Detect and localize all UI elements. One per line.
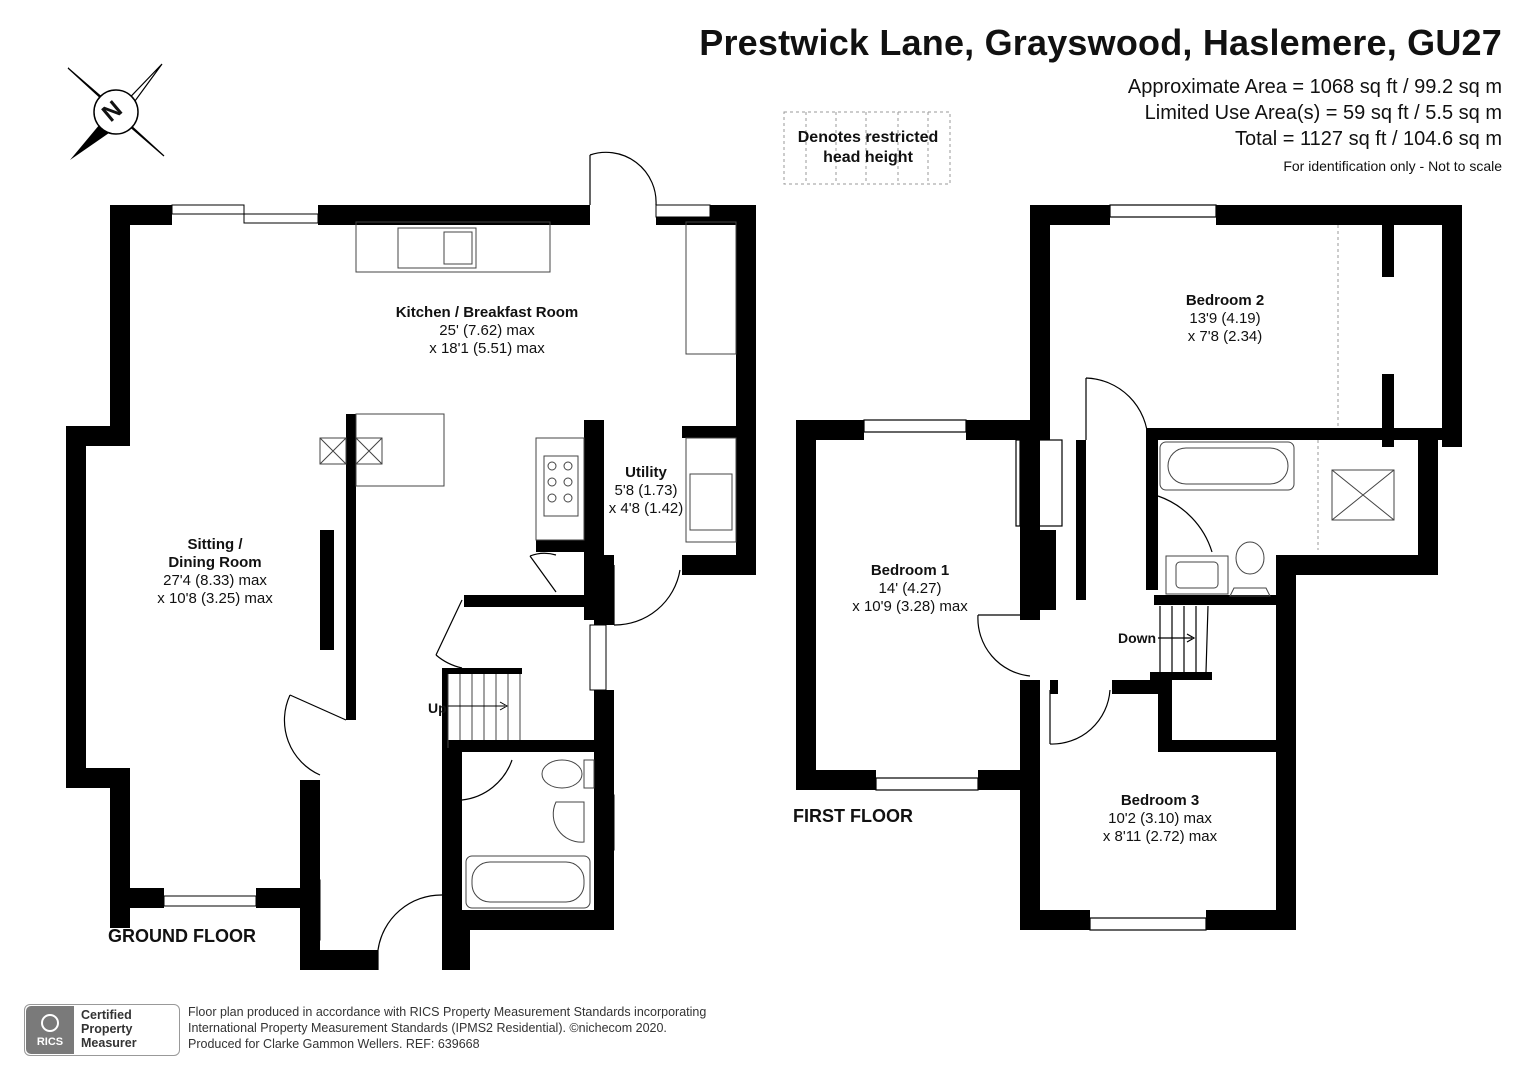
first-floor-windows-doors [863, 204, 1217, 931]
footer-text: Floor plan produced in accordance with R… [188, 1004, 706, 1052]
rics-badge-line-2: Property [81, 1022, 133, 1036]
room-sitting-name-2: Dining Room [168, 554, 262, 571]
ground-floor-walls [66, 205, 756, 970]
room-bedroom-3: Bedroom 3 10'2 (3.10) max x 8'11 (2.72) … [1080, 792, 1240, 846]
room-bedroom-1-dim2: x 10'9 (3.28) max [852, 598, 968, 615]
room-bedroom-2: Bedroom 2 13'9 (4.19) x 7'8 (2.34) [1150, 292, 1300, 346]
footer-line-3: Produced for Clarke Gammon Wellers. REF:… [188, 1037, 480, 1051]
room-bedroom-3-dim1: 10'2 (3.10) max [1108, 810, 1212, 827]
first-floor-fixtures [1159, 441, 1395, 597]
restricted-height-lines [1317, 225, 1339, 550]
rics-badge-line-1: Certified [81, 1008, 132, 1022]
room-kitchen-name: Kitchen / Breakfast Room [395, 304, 579, 321]
room-sitting-dim1: 27'4 (8.33) max [163, 572, 267, 589]
total-area: Total = 1127 sq ft / 104.6 sq m [1234, 128, 1502, 150]
stairs-up-label: Up [428, 700, 447, 716]
rics-badge-line-3: Measurer [81, 1036, 137, 1050]
room-bedroom-2-dim1: 13'9 (4.19) [1189, 310, 1261, 327]
limited-use-area: Limited Use Area(s) = 59 sq ft / 5.5 sq … [1144, 102, 1502, 124]
ground-floor-label: GROUND FLOOR [108, 926, 256, 946]
room-kitchen: Kitchen / Breakfast Room 25' (7.62) max … [372, 304, 602, 358]
ground-floor-windows [163, 204, 711, 941]
approximate-area: Approximate Area = 1068 sq ft / 99.2 sq … [1127, 76, 1502, 98]
room-bedroom-1: Bedroom 1 14' (4.27) x 10'9 (3.28) max [830, 562, 990, 616]
rics-logo: RICS [26, 1006, 74, 1054]
compass-rose-icon [67, 63, 165, 160]
footer-line-2: International Property Measurement Stand… [188, 1021, 667, 1035]
stairs-down-label: Down [1118, 630, 1157, 646]
room-bedroom-3-name: Bedroom 3 [1120, 792, 1200, 809]
rics-badge: RICS Certified Property Measurer [24, 1004, 180, 1056]
room-sitting-dim2: x 10'8 (3.25) max [157, 590, 273, 607]
first-floor-walls [796, 205, 1462, 930]
room-bedroom-2-dim2: x 7'8 (2.34) [1187, 328, 1263, 345]
room-kitchen-dim2: x 18'1 (5.51) max [429, 340, 545, 357]
ground-floor-doors [283, 151, 681, 970]
legend-line-1: Denotes restricted [797, 129, 939, 146]
room-bedroom-2-name: Bedroom 2 [1185, 292, 1265, 309]
rics-badge-text: Certified Property Measurer [81, 1008, 137, 1050]
room-bedroom-1-name: Bedroom 1 [870, 562, 950, 579]
property-title: Prestwick Lane, Grayswood, Haslemere, GU… [699, 22, 1502, 63]
room-sitting-dining: Sitting / Dining Room 27'4 (8.33) max x … [130, 536, 300, 608]
first-floor-label: FIRST FLOOR [793, 806, 913, 826]
room-utility-name: Utility [625, 464, 667, 481]
room-sitting-name-1: Sitting / [187, 536, 243, 553]
legend-box [783, 111, 951, 185]
room-utility-dim2: x 4'8 (1.42) [608, 500, 684, 517]
legend-line-2: head height [823, 149, 913, 166]
restricted-height-legend: Denotes restricted head height [782, 128, 954, 168]
identification-note: For identification only - Not to scale [1283, 158, 1502, 174]
room-bedroom-1-dim1: 14' (4.27) [878, 580, 942, 597]
rics-crest-icon [41, 1014, 59, 1032]
room-utility-dim1: 5'8 (1.73) [614, 482, 678, 499]
room-kitchen-dim1: 25' (7.62) max [439, 322, 535, 339]
room-bedroom-3-dim2: x 8'11 (2.72) max [1102, 828, 1218, 845]
footer-line-1: Floor plan produced in accordance with R… [188, 1005, 707, 1019]
rics-logo-text: RICS [36, 1036, 64, 1048]
room-utility: Utility 5'8 (1.73) x 4'8 (1.42) [596, 464, 696, 518]
ground-floor-fixtures [319, 221, 737, 909]
